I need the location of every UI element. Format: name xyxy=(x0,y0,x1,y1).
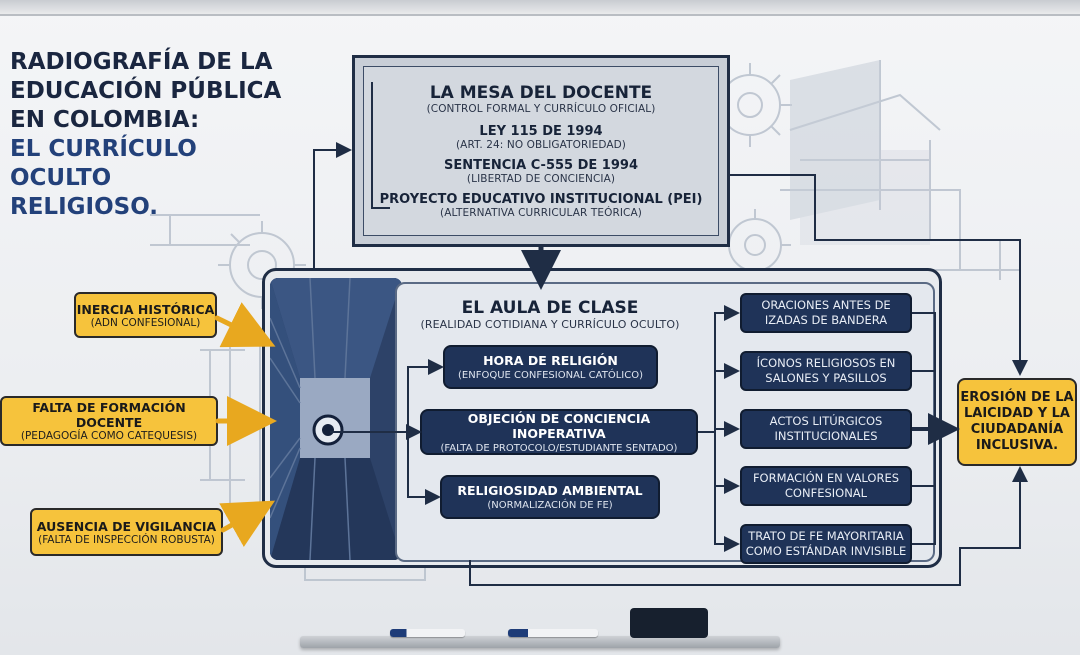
result-erosion-laicidad: EROSIÓN DE LA LAICIDAD Y LA CIUDADANÍA I… xyxy=(957,378,1077,466)
practice-line: SALONES Y PASILLOS xyxy=(765,371,887,385)
title-line: RADIOGRAFÍA DE LA xyxy=(10,49,273,75)
aula-item-note: (NORMALIZACIÓN DE FE) xyxy=(487,500,613,511)
mesa-item-label: LEY 115 DE 1994 xyxy=(479,124,603,139)
factor-note: (PEDAGOGÍA COMO CATEQUESIS) xyxy=(20,430,198,442)
mesa-item-note: (ART. 24: NO OBLIGATORIEDAD) xyxy=(455,139,627,151)
factor-label: INERCIA HISTÓRICA xyxy=(76,301,215,317)
aula-item-objecion: OBJECIÓN DE CONCIENCIA INOPERATIVA (FALT… xyxy=(420,409,698,455)
classroom-perspective-illustration xyxy=(270,278,402,560)
practice-line: COMO ESTÁNDAR INVISIBLE xyxy=(745,544,907,558)
mesa-item-note: (ALTERNATIVA CURRICULAR TEÓRICA) xyxy=(440,207,642,219)
marker-tray xyxy=(300,636,780,648)
aula-item-label: OBJECIÓN DE CONCIENCIA INOPERATIVA xyxy=(467,410,651,441)
factor-note: (ADN CONFESIONAL) xyxy=(90,316,201,329)
result-line: CIUDADANÍA xyxy=(970,422,1064,437)
aula-item-religiosidad: RELIGIOSIDAD AMBIENTAL (NORMALIZACIÓN DE… xyxy=(440,475,660,519)
practice-line: FORMACIÓN EN VALORES xyxy=(752,471,900,485)
title-line: RELIGIOSO. xyxy=(10,194,158,220)
factor-inercia-historica: INERCIA HISTÓRICA (ADN CONFESIONAL) xyxy=(74,292,217,338)
aula-item-label: HORA DE RELIGIÓN xyxy=(483,353,618,368)
mesa-item-note: (LIBERTAD DE CONCIENCIA) xyxy=(466,173,616,185)
aula-item-label: RELIGIOSIDAD AMBIENTAL xyxy=(457,483,643,498)
aula-item-hora-religion: HORA DE RELIGIÓN (ENFOQUE CONFESIONAL CA… xyxy=(443,345,658,389)
factor-ausencia-vigilancia: AUSENCIA DE VIGILANCIA (FALTA DE INSPECC… xyxy=(30,508,223,556)
factor-formacion-docente: FALTA DE FORMACIÓN DOCENTE (PEDAGOGÍA CO… xyxy=(0,396,218,446)
title-line: EDUCACIÓN PÚBLICA xyxy=(10,78,282,104)
board-frame-top xyxy=(0,0,1080,16)
result-line: EROSIÓN DE LA xyxy=(960,390,1074,405)
aula-subtitle: (REALIDAD COTIDIANA Y CURRÍCULO OCULTO) xyxy=(420,317,680,331)
mesa-item-label: SENTENCIA C-555 DE 1994 xyxy=(444,158,638,173)
practice-line: IZADAS DE BANDERA xyxy=(764,313,888,327)
factor-label: AUSENCIA DE VIGILANCIA xyxy=(36,518,217,534)
practice-line: TRATO DE FE MAYORITARIA xyxy=(748,529,904,543)
eraser[interactable] xyxy=(630,608,708,638)
aula-heading: EL AULA DE CLASE (REALIDAD COTIDIANA Y C… xyxy=(400,290,700,338)
factor-label: FALTA DE FORMACIÓN DOCENTE xyxy=(32,400,186,430)
marker[interactable] xyxy=(390,629,465,637)
practice-line: CONFESIONAL xyxy=(784,486,868,500)
mesa-del-docente-box: LA MESA DEL DOCENTE (CONTROL FORMAL Y CU… xyxy=(352,55,730,247)
result-line: INCLUSIVA. xyxy=(975,438,1059,453)
practice-line: INSTITUCIONALES xyxy=(774,429,878,443)
result-line: LAICIDAD Y LA xyxy=(963,406,1070,421)
title-line: EL CURRÍCULO OCULTO xyxy=(10,136,197,191)
practice-line: ACTOS LITÚRGICOS xyxy=(769,414,883,428)
mesa-inner-frame xyxy=(363,66,719,236)
aula-item-note: (ENFOQUE CONFESIONAL CATÓLICO) xyxy=(458,370,643,381)
mesa-subtitle: (CONTROL FORMAL Y CURRÍCULO OFICIAL) xyxy=(426,103,656,115)
title-line: EN COLOMBIA: xyxy=(10,107,200,133)
mesa-title: LA MESA DEL DOCENTE xyxy=(429,83,653,103)
aula-item-note: (FALTA DE PROTOCOLO/ESTUDIANTE SENTADO) xyxy=(440,442,678,454)
practice-line: ÍCONOS RELIGIOSOS EN xyxy=(756,356,896,370)
aula-title: EL AULA DE CLASE xyxy=(461,297,639,318)
practice-line: ORACIONES ANTES DE xyxy=(761,298,891,312)
mesa-item-label: PROYECTO EDUCATIVO INSTITUCIONAL (PEI) xyxy=(379,192,703,207)
diagram-title: RADIOGRAFÍA DE LA EDUCACIÓN PÚBLICA EN C… xyxy=(10,48,290,222)
marker[interactable] xyxy=(508,629,598,637)
factor-note: (FALTA DE INSPECCIÓN ROBUSTA) xyxy=(38,533,215,546)
